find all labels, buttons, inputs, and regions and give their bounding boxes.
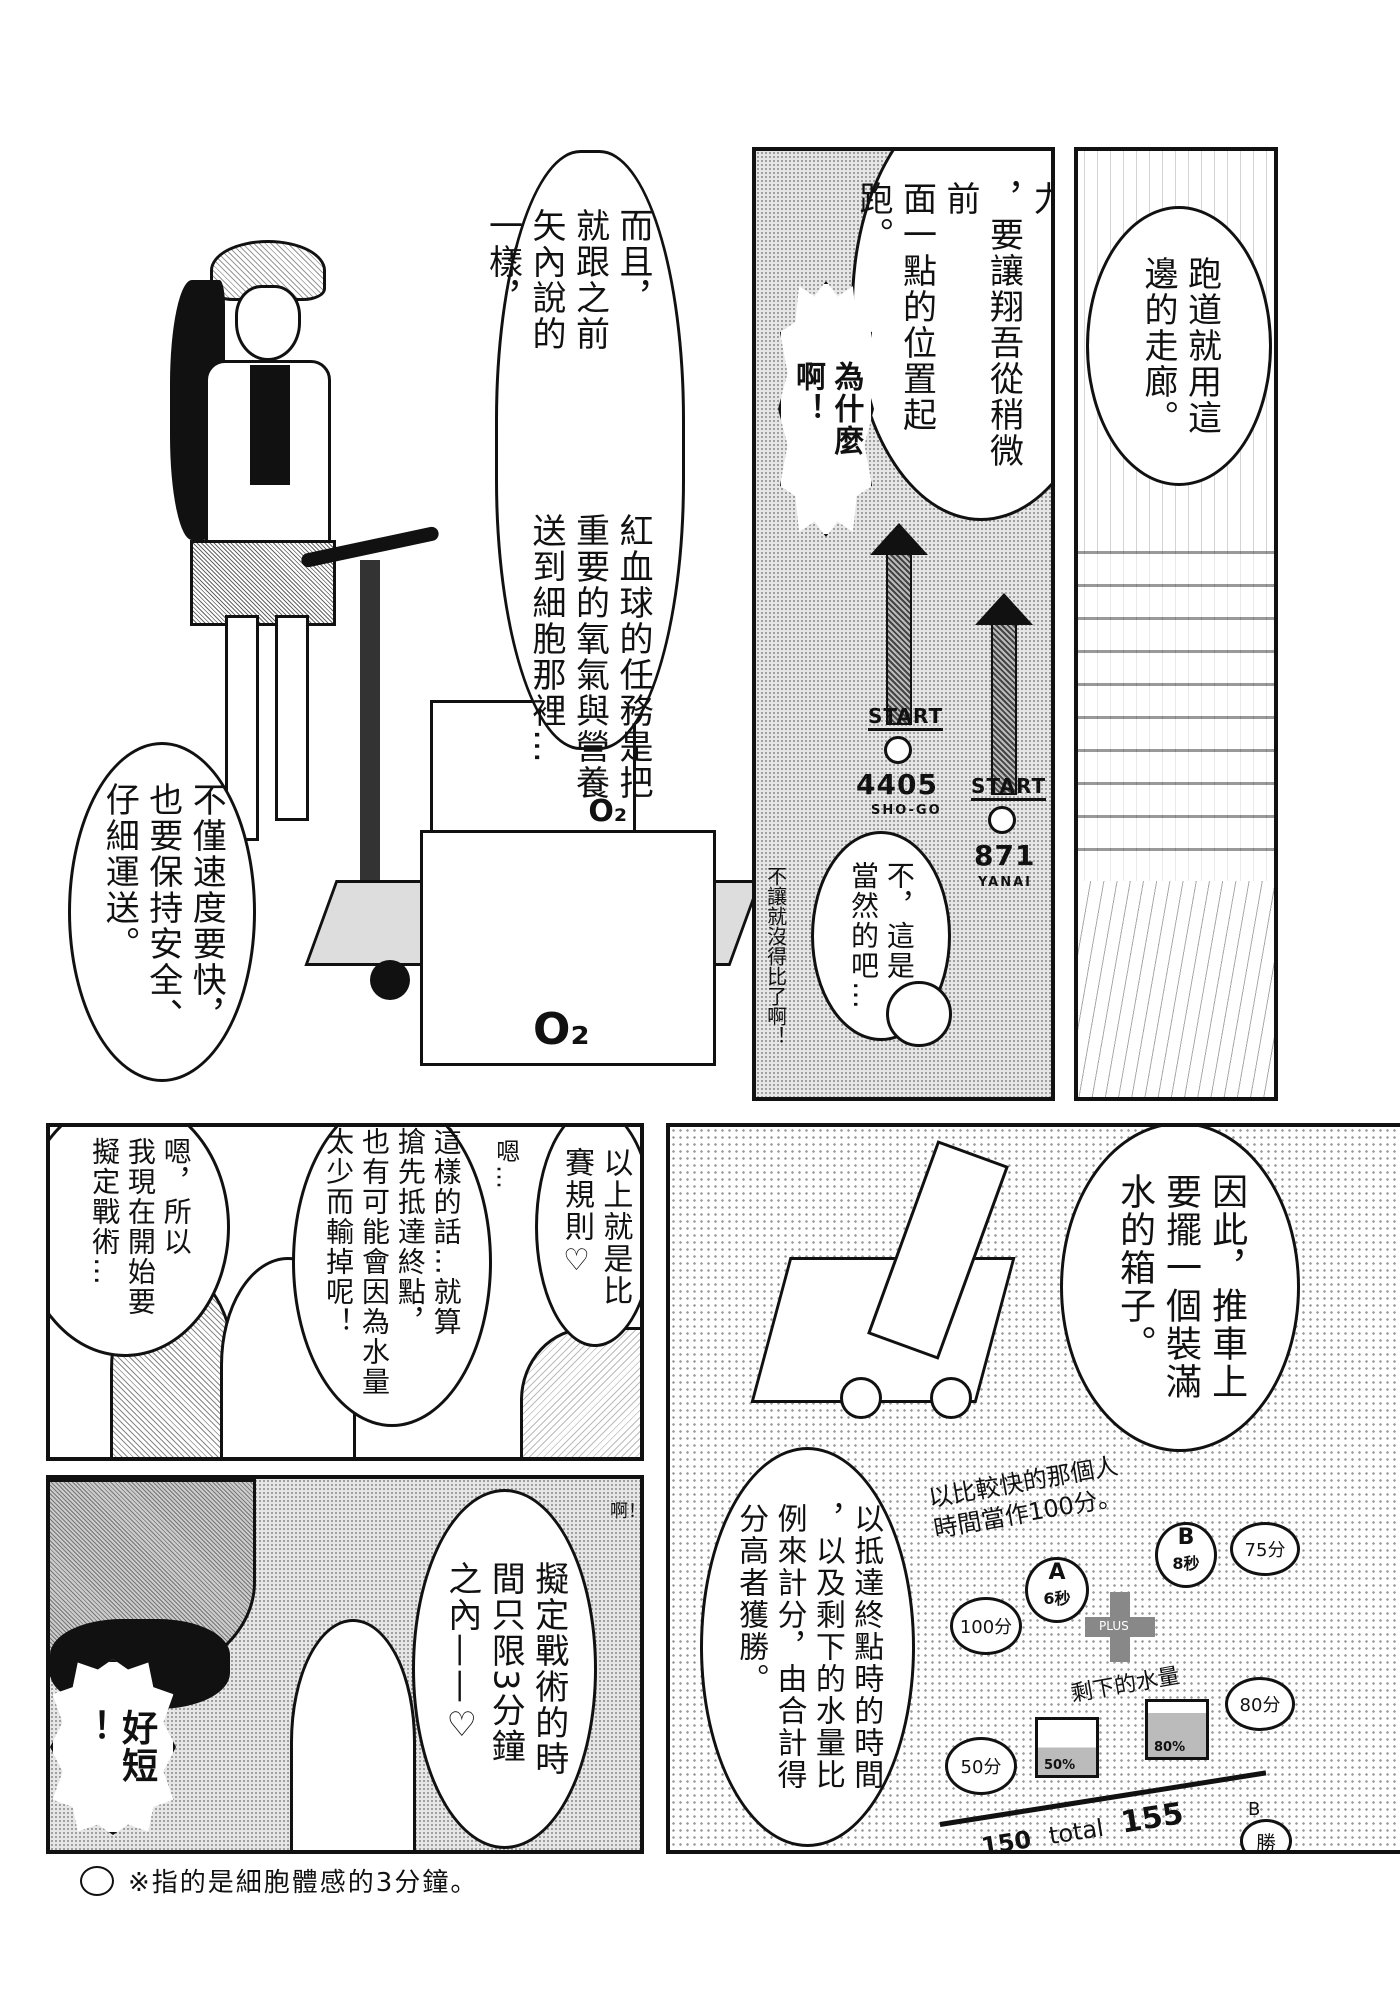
start-marker-yanai xyxy=(988,806,1016,834)
shogo-number: 4405 xyxy=(856,768,938,801)
runner-a-badge: A 6秒 xyxy=(1025,1557,1089,1623)
speech-bubble-strategy: 嗯，所以 我現在開始要 擬定戰術… xyxy=(50,1127,230,1357)
arrow-up-icon xyxy=(870,523,928,725)
cart-wheel xyxy=(930,1377,972,1419)
speech-bubble-handicap: 為了平衡雙方的實力 ，要讓翔吾從稍微前 面一點的位置起跑。 xyxy=(851,151,1051,521)
speech-bubble-corridor: 跑道就用這 邊的走廊。 xyxy=(1086,206,1272,486)
sfx-ah: 啊！ xyxy=(610,1501,644,1522)
water-box-b: 80% xyxy=(1145,1699,1209,1760)
panel-scoring: 因此，推車上 要擺一個裝滿 水的箱子。 以抵達終點時的時間 ，以及剩下的水量比 … xyxy=(666,1123,1400,1854)
speech-bubble-rules: 以上就是比 賽規則♡ xyxy=(535,1127,640,1347)
win-bubble: 勝 xyxy=(1240,1819,1292,1850)
shogo-name: SHO-GO xyxy=(871,803,942,818)
panel-cart-girl: O₂ O₂ 而且， 就跟之前 矢內說的 一樣， 紅血球的任務是把 重要的氧氣與營… xyxy=(0,0,762,1110)
box-label: O₂ xyxy=(533,1004,590,1055)
cart-wheel xyxy=(840,1377,882,1419)
yanai-number: 871 xyxy=(974,839,1036,872)
chibi-face-icon xyxy=(80,1865,114,1896)
cart-wheel xyxy=(370,960,410,1000)
speech-bubble-water: 因此，推車上 要擺一個裝滿 水的箱子。 xyxy=(1060,1127,1300,1452)
shout-burst-short: 好短 ！ xyxy=(50,1659,176,1835)
cart-frame xyxy=(360,560,380,900)
a-water-points: 50分 xyxy=(945,1737,1017,1795)
speech-bubble-risk: 這樣的話…就算 搶先抵達終點， 也有可能會因為水量 太少而輸掉呢！ xyxy=(292,1127,492,1427)
caption: 以比較快的那個人 時間當作100分。 xyxy=(926,1451,1124,1544)
maid-figure xyxy=(290,1619,416,1850)
start-label-yanai: START xyxy=(971,774,1047,801)
panel-time-limit: 啊！ 擬定戰術的時 間只限3分鐘 之內——♡ 好短 ！ xyxy=(46,1475,644,1854)
yanai-name: YANAI xyxy=(978,875,1033,890)
corridor-ceiling xyxy=(1078,551,1274,881)
a-time-points: 100分 xyxy=(950,1597,1022,1655)
totals: 150 total 155 xyxy=(979,1796,1186,1854)
chibi-face-icon xyxy=(886,981,952,1047)
score-diagram: 以比較快的那個人 時間當作100分。 A 6秒 100分 B 8秒 75分 PL… xyxy=(920,1427,1400,1854)
water-box-a: 50% xyxy=(1035,1717,1099,1778)
start-label-shogo: START xyxy=(868,704,944,731)
panel-start-positions: 為了平衡雙方的實力 ，要讓翔吾從稍微前 面一點的位置起跑。 為什麼 啊！ STA… xyxy=(752,147,1055,1101)
footnote: ※指的是細胞體感的3分鐘。 xyxy=(80,1862,478,1899)
b-water-points: 80分 xyxy=(1225,1677,1295,1731)
arrow-up-icon xyxy=(975,593,1033,795)
panel-rules: 以上就是比 賽規則♡ 嗯… 這樣的話…就算 搶先抵達終點， 也有可能會因為水量 … xyxy=(46,1123,644,1461)
speech-bubble-intro: 而且， 就跟之前 矢內說的 一樣， 紅血球的任務是把 重要的氧氣與營養 送到細胞… xyxy=(482,150,685,801)
corridor-floor xyxy=(1078,881,1274,1097)
side-note: 不讓就沒得比了啊！ xyxy=(763,866,788,1046)
shout-burst-why: 為什麼 啊！ xyxy=(778,281,874,537)
speech-bubble-scoring: 以抵達終點時的時間 ，以及剩下的水量比 例來計分，由合計得 分高者獲勝。 xyxy=(700,1447,915,1847)
girl-figure xyxy=(170,240,336,841)
winner-label: B xyxy=(1248,1799,1261,1820)
b-time-points: 75分 xyxy=(1230,1522,1300,1576)
speech-bubble-safety: 不僅速度要快， 也要保持安全、 仔細運送。 xyxy=(68,742,256,1082)
box-label: O₂ xyxy=(588,794,627,829)
panel-corridor: 跑道就用這 邊的走廊。 xyxy=(1074,147,1278,1101)
maid-figure xyxy=(520,1327,640,1457)
speech-bubble-time-limit: 擬定戰術的時 間只限3分鐘 之內——♡ xyxy=(412,1489,597,1849)
oxygen-box-large: O₂ xyxy=(420,830,716,1066)
start-marker-shogo xyxy=(884,736,912,764)
runner-b-badge: B 8秒 xyxy=(1155,1522,1217,1588)
hmm-text: 嗯… xyxy=(491,1139,520,1191)
speech-bubble-of-course: 不，這是 當然的吧… xyxy=(811,831,951,1041)
plus-icon: PLUS xyxy=(1085,1592,1155,1662)
